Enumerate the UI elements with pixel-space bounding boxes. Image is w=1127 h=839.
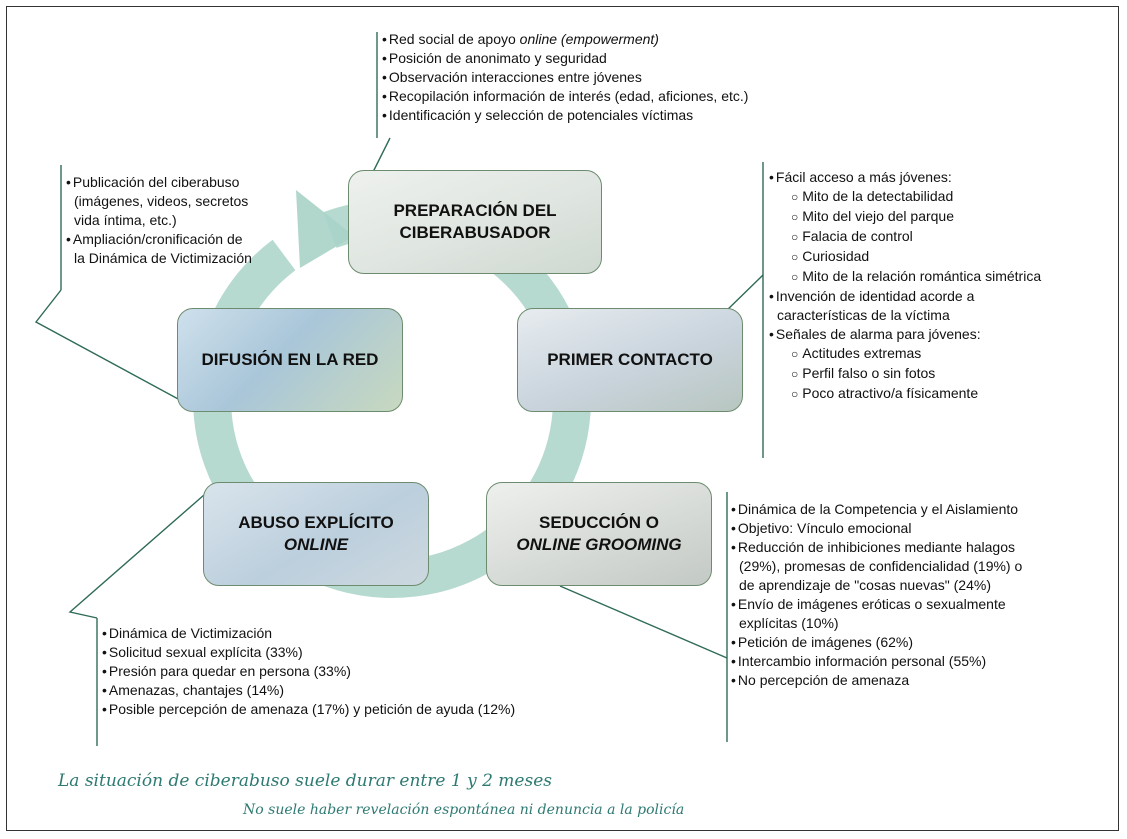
note-subitem: Perfil falso o sin fotos: [769, 364, 1041, 384]
note-difusion: Publicación del ciberabuso (imágenes, vi…: [66, 173, 252, 268]
note-item-emphasis: online (empowerment): [519, 31, 659, 47]
note-item: Posible percepción de amenaza (17%) y pe…: [102, 700, 515, 719]
note-item-text: Red social de apoyo: [388, 31, 520, 47]
note-item: Petición de imágenes (62%): [731, 633, 1022, 652]
note-item-continuation: de aprendizaje de "cosas nuevas" (24%): [739, 577, 991, 593]
note-item: Dinámica de la Competencia y el Aislamie…: [731, 500, 1022, 519]
note-item: Observación interacciones entre jóvenes: [382, 68, 748, 87]
note-item: Envío de imágenes eróticas o sexualmente: [731, 595, 1022, 614]
stage-seduccion: SEDUCCIÓN O ONLINE GROOMING: [486, 482, 712, 586]
stage-primer-line1: PRIMER CONTACTO: [547, 350, 713, 369]
note-item: Solicitud sexual explícita (33%): [102, 643, 515, 662]
note-item: Señales de alarma para jóvenes:: [769, 325, 1041, 344]
note-item: Invención de identidad acorde a: [769, 287, 1041, 306]
note-item-continuation: características de la víctima: [777, 307, 950, 323]
note-item: Dinámica de Victimización: [102, 624, 515, 643]
stage-abuso: ABUSO EXPLÍCITO ONLINE: [203, 482, 429, 586]
note-item-continuation: vida íntima, etc.): [74, 212, 177, 228]
note-subitem: Mito de la relación romántica simétrica: [769, 267, 1041, 287]
note-item-continuation: explícitas (10%): [739, 615, 839, 631]
note-subitem: Poco atractivo/a físicamente: [769, 384, 1041, 404]
stage-abuso-line1: ABUSO EXPLÍCITO: [238, 513, 394, 532]
note-subitem: Mito de la detectabilidad: [769, 187, 1041, 207]
note-item: Amenazas, chantajes (14%): [102, 681, 515, 700]
note-item: Publicación del ciberabuso: [66, 173, 252, 192]
stage-preparacion-line2: CIBERABUSADOR: [399, 223, 551, 242]
note-subitem: Mito del viejo del parque: [769, 207, 1041, 227]
note-item-continuation: (29%), promesas de confidencialidad (19%…: [739, 558, 1023, 574]
note-subitem: Falacia de control: [769, 227, 1041, 247]
note-item: Objetivo: Vínculo emocional: [731, 519, 1022, 538]
connector-seduccion: [559, 585, 728, 659]
stage-abuso-line2: ONLINE: [283, 535, 349, 554]
note-abuso: Dinámica de Victimización Solicitud sexu…: [102, 624, 515, 719]
stage-seduccion-line1: SEDUCCIÓN O: [539, 513, 659, 532]
connector-abuso: [68, 487, 213, 619]
stage-primer-contacto: PRIMER CONTACTO: [517, 308, 743, 412]
connector-difusion: [34, 289, 181, 401]
footer-note-duration: La situación de ciberabuso suele durar e…: [58, 771, 552, 791]
note-item: Identificación y selección de potenciale…: [382, 106, 748, 125]
note-item: Presión para quedar en persona (33%): [102, 662, 515, 681]
note-item: No percepción de amenaza: [731, 671, 1022, 690]
cycle-arrowhead: [296, 190, 354, 268]
note-item-continuation: la Dinámica de Victimización: [74, 250, 252, 266]
note-item: Ampliación/cronificación de: [66, 230, 252, 249]
note-item: Reducción de inhibiciones mediante halag…: [731, 538, 1022, 557]
note-item: Fácil acceso a más jóvenes:: [769, 168, 1041, 187]
stage-preparacion-line1: PREPARACIÓN DEL: [393, 201, 557, 220]
footer-note-disclosure: No suele haber revelación espontánea ni …: [243, 802, 685, 818]
note-item: Red social de apoyo online (empowerment): [382, 30, 748, 49]
note-subitem: Actitudes extremas: [769, 344, 1041, 364]
stage-difusion: DIFUSIÓN EN LA RED: [177, 308, 403, 412]
note-subitem: Curiosidad: [769, 247, 1041, 267]
note-item: Intercambio información personal (55%): [731, 652, 1022, 671]
note-seduccion: Dinámica de la Competencia y el Aislamie…: [731, 500, 1022, 690]
stage-difusion-line1: DIFUSIÓN EN LA RED: [201, 350, 379, 369]
note-item: Recopilación información de interés (eda…: [382, 87, 749, 106]
note-item: Posición de anonimato y seguridad: [382, 49, 748, 68]
note-preparacion: Red social de apoyo online (empowerment)…: [382, 30, 749, 125]
note-primer-contacto: Fácil acceso a más jóvenes: Mito de la d…: [769, 168, 1041, 404]
stage-preparacion: PREPARACIÓN DEL CIBERABUSADOR: [348, 170, 602, 274]
stage-seduccion-line2: ONLINE GROOMING: [516, 535, 682, 554]
note-item-continuation: (imágenes, videos, secretos: [74, 193, 249, 209]
